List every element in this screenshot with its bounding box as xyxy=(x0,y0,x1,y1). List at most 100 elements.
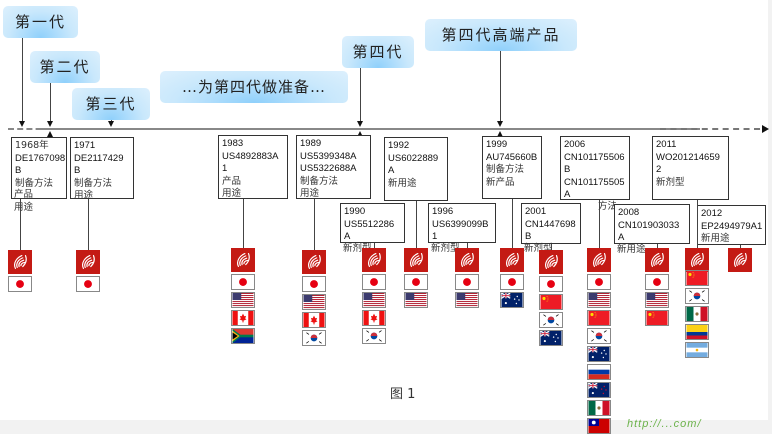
patent-number: 1 xyxy=(432,231,438,242)
patent-claim-type: 新剂型 xyxy=(656,176,685,188)
flag-australia-icon xyxy=(587,346,611,362)
patent-connector-2006 xyxy=(599,200,600,248)
patent-year: 2001 xyxy=(525,206,547,217)
patent-year: 1968年 xyxy=(15,140,49,151)
flag-south-korea-icon xyxy=(685,288,709,304)
flag-japan-icon xyxy=(231,274,255,290)
patent-number: CN101175505 xyxy=(564,176,625,188)
patent-claim-type: 制备方法 xyxy=(74,177,113,189)
flag-usa-icon xyxy=(404,292,428,308)
flag-usa-icon xyxy=(362,292,386,308)
patent-claim-type: 方法 xyxy=(598,200,618,212)
generation-label-prep4: …为第四代做准备… xyxy=(160,71,348,103)
patent-claim-type: 用途 xyxy=(300,188,320,199)
epo-logo-icon xyxy=(8,250,32,274)
flag-south-korea-icon xyxy=(362,328,386,344)
flag-russia-icon xyxy=(587,364,611,380)
watermark: http://...com/ xyxy=(627,418,702,430)
patent-number: EP2494979A1 xyxy=(701,220,763,232)
timeline-axis-dashed-start xyxy=(8,128,60,130)
patent-claim-type: 新用途 xyxy=(701,233,730,244)
patent-year: 1992 xyxy=(388,140,410,151)
flag-south-korea-icon xyxy=(587,328,611,344)
epo-logo-icon xyxy=(231,248,255,272)
patent-year: 1971 xyxy=(74,140,96,151)
patent-number: A xyxy=(618,232,625,243)
patent-number: US5322688A xyxy=(300,163,357,174)
flag-japan-icon xyxy=(645,274,669,290)
patent-claim-type: 制备方法 xyxy=(486,164,525,175)
patent-number: 2 xyxy=(656,164,662,175)
patent-claim-type: 产品 xyxy=(14,189,34,200)
flag-canada-icon xyxy=(231,310,255,326)
flag-japan-icon xyxy=(8,276,32,292)
epo-logo-icon xyxy=(362,248,386,272)
epo-logo-icon xyxy=(685,248,709,272)
patent-connector-2012 xyxy=(740,245,741,248)
arrow-gen4-high-up-icon xyxy=(497,131,503,137)
epo-logo-icon xyxy=(587,248,611,272)
epo-logo-icon xyxy=(539,250,563,274)
patent-number: 1 xyxy=(222,163,228,174)
patent-year: 1996 xyxy=(432,206,454,217)
arrow-gen4-icon xyxy=(357,121,363,127)
flag-japan-icon xyxy=(500,274,524,290)
epo-logo-icon xyxy=(645,248,669,272)
patent-number: DE2117429 xyxy=(74,152,124,164)
flag-usa-icon xyxy=(455,292,479,308)
patent-number: CN101903033 xyxy=(618,219,680,231)
generation-label-4: 第四代 xyxy=(342,36,414,68)
patent-year: 1999 xyxy=(486,139,508,150)
patent-number: US6022889 xyxy=(388,152,439,164)
flag-australia-icon xyxy=(500,292,524,308)
connector-gen2 xyxy=(50,83,51,122)
connector-gen1 xyxy=(22,38,23,122)
patent-connector-1983 xyxy=(243,199,244,248)
flag-australia-icon xyxy=(539,330,563,346)
epo-logo-icon xyxy=(76,250,100,274)
generation-label-2: 第二代 xyxy=(30,51,100,83)
patent-year: 2008 xyxy=(618,207,640,218)
timeline-arrowhead-icon xyxy=(762,125,769,133)
connector-gen4 xyxy=(360,68,361,122)
flag-south-korea-icon xyxy=(302,330,326,346)
patent-claim-type: 制备方法 xyxy=(300,175,339,187)
patent-number: B xyxy=(525,231,532,242)
patent-number: DE1767098 xyxy=(15,152,66,164)
flag-usa-icon xyxy=(302,294,326,310)
patent-claim-type: 用途 xyxy=(222,188,242,199)
patent-number: A xyxy=(564,189,571,200)
patent-claim-type: 用途 xyxy=(74,190,94,201)
flag-mexico-icon xyxy=(587,400,611,416)
patent-number: US5399348A xyxy=(300,150,357,162)
flag-canada-icon xyxy=(362,310,386,326)
patent-year: 2012 xyxy=(701,208,723,219)
arrow-gen4-high-icon xyxy=(497,121,503,127)
patent-number: B xyxy=(15,165,22,176)
patent-number: US5512286 xyxy=(344,218,395,230)
patent-connector-1996 xyxy=(467,243,468,248)
flag-japan-icon xyxy=(587,274,611,290)
patent-connector-1990 xyxy=(374,243,375,248)
connector-gen4-high xyxy=(500,51,501,122)
patent-number: B xyxy=(564,164,571,175)
patent-number: A xyxy=(344,231,351,242)
patent-connector-2011 xyxy=(697,200,698,248)
patent-number: CN1447698 xyxy=(525,218,576,230)
flag-mexico-icon xyxy=(685,306,709,322)
patent-claim-type: 新剂型 xyxy=(524,242,553,254)
patent-number: WO201214659 xyxy=(656,151,720,163)
patent-year: 1989 xyxy=(300,138,322,149)
flag-south-korea-icon xyxy=(539,312,563,328)
flag-china-icon xyxy=(645,310,669,326)
flag-japan-icon xyxy=(76,276,100,292)
patent-connector-1999 xyxy=(512,199,513,248)
flag-usa-icon xyxy=(587,292,611,308)
flag-canada-icon xyxy=(302,312,326,328)
